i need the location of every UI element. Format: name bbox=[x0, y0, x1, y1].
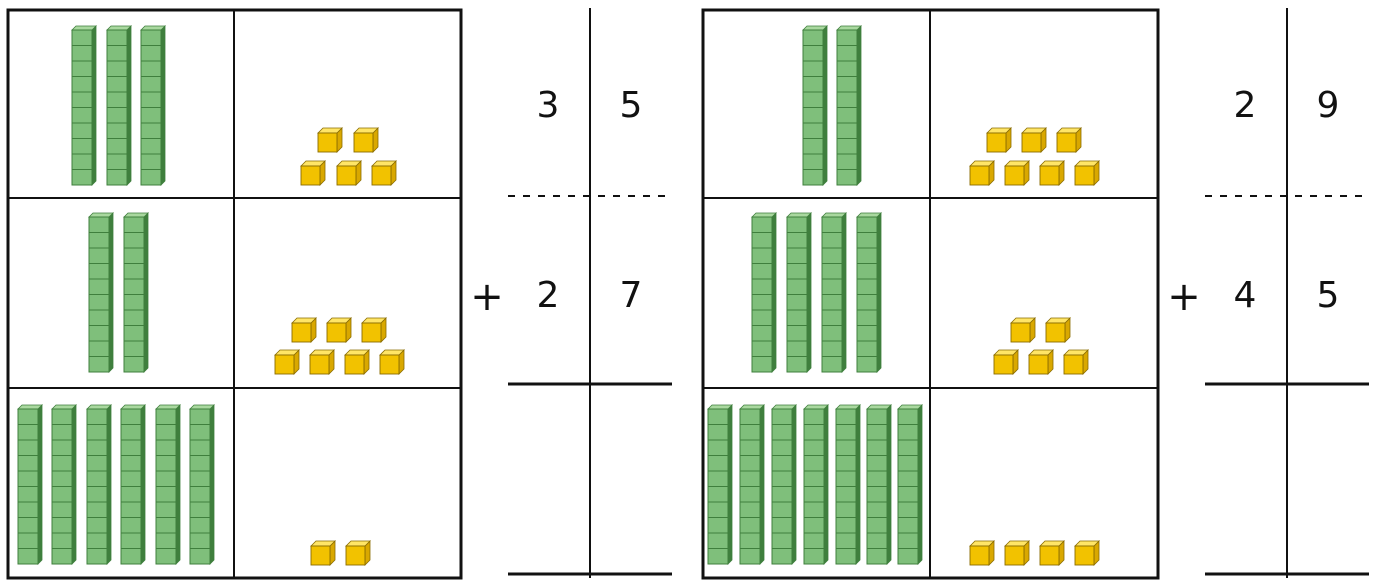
column-addition-2: 2 9 + 4 5 bbox=[1167, 8, 1369, 578]
ten-rod bbox=[708, 405, 732, 564]
addend2-ones-digit: 7 bbox=[620, 275, 643, 316]
unit-cube bbox=[1022, 128, 1046, 152]
ten-rod bbox=[837, 26, 861, 185]
place-value-table-2 bbox=[703, 10, 1158, 578]
unit-cube bbox=[1064, 350, 1088, 374]
unit-cube bbox=[994, 350, 1018, 374]
addend1-tens-digit: 2 bbox=[1234, 85, 1257, 126]
ten-rod bbox=[772, 405, 796, 564]
tens-cell-row-2 bbox=[89, 213, 148, 372]
addend1-ones-digit: 5 bbox=[620, 85, 643, 126]
ten-rod bbox=[107, 26, 131, 185]
ten-rod bbox=[190, 405, 214, 564]
unit-cube bbox=[1040, 161, 1064, 185]
answer-tens-box[interactable] bbox=[1209, 392, 1283, 568]
ten-rod bbox=[898, 405, 922, 564]
ten-rod bbox=[857, 213, 881, 372]
unit-cube bbox=[1057, 128, 1081, 152]
ten-rod bbox=[740, 405, 764, 564]
ten-rod bbox=[836, 405, 860, 564]
addend2-tens-digit: 2 bbox=[537, 275, 560, 316]
ten-rod bbox=[121, 405, 145, 564]
unit-cube bbox=[354, 128, 378, 152]
addend2-ones-digit: 5 bbox=[1317, 275, 1340, 316]
unit-cube bbox=[1075, 541, 1099, 565]
place-value-table-1 bbox=[8, 10, 461, 578]
ten-rod bbox=[804, 405, 828, 564]
addend1-ones-digit: 9 bbox=[1317, 85, 1340, 126]
tens-cell-row-3 bbox=[708, 405, 922, 564]
addend1-tens-digit: 3 bbox=[537, 85, 560, 126]
unit-cube bbox=[372, 161, 396, 185]
unit-cube bbox=[337, 161, 361, 185]
answer-tens-box[interactable] bbox=[512, 392, 586, 568]
ten-rod bbox=[822, 213, 846, 372]
unit-cube bbox=[970, 541, 994, 565]
unit-cube bbox=[310, 350, 334, 374]
unit-cube bbox=[327, 318, 351, 342]
unit-cube bbox=[318, 128, 342, 152]
tens-cell-row-1 bbox=[72, 26, 165, 185]
ten-rod bbox=[752, 213, 776, 372]
unit-cube bbox=[346, 541, 370, 565]
ones-cell-row-3 bbox=[970, 541, 1099, 565]
tens-cell-row-1 bbox=[803, 26, 861, 185]
ten-rod bbox=[52, 405, 76, 564]
ten-rod bbox=[141, 26, 165, 185]
unit-cube bbox=[1046, 318, 1070, 342]
unit-cube bbox=[311, 541, 335, 565]
ones-cell-row-2 bbox=[994, 318, 1088, 374]
unit-cube bbox=[1011, 318, 1035, 342]
unit-cube bbox=[1005, 161, 1029, 185]
unit-cube bbox=[292, 318, 316, 342]
unit-cube bbox=[1075, 161, 1099, 185]
answer-ones-box[interactable] bbox=[596, 392, 668, 568]
tens-cell-row-2 bbox=[752, 213, 881, 372]
ten-rod bbox=[803, 26, 827, 185]
unit-cube bbox=[1029, 350, 1053, 374]
unit-cube bbox=[1005, 541, 1029, 565]
ten-rod bbox=[867, 405, 891, 564]
column-addition-1: 3 5 + 2 7 bbox=[470, 8, 672, 578]
plus-sign: + bbox=[1167, 274, 1201, 320]
ones-cell-row-2 bbox=[275, 318, 404, 374]
unit-cube bbox=[987, 128, 1011, 152]
addend2-tens-digit: 4 bbox=[1234, 275, 1257, 316]
ten-rod bbox=[72, 26, 96, 185]
ten-rod bbox=[18, 405, 42, 564]
ten-rod bbox=[124, 213, 148, 372]
ten-rod bbox=[156, 405, 180, 564]
unit-cube bbox=[345, 350, 369, 374]
ones-cell-row-1 bbox=[970, 128, 1099, 185]
unit-cube bbox=[362, 318, 386, 342]
ten-rod bbox=[787, 213, 811, 372]
unit-cube bbox=[301, 161, 325, 185]
answer-ones-box[interactable] bbox=[1293, 392, 1365, 568]
ones-cell-row-1 bbox=[301, 128, 396, 185]
unit-cube bbox=[970, 161, 994, 185]
ones-cell-row-3 bbox=[311, 541, 370, 565]
unit-cube bbox=[380, 350, 404, 374]
ten-rod bbox=[89, 213, 113, 372]
unit-cube bbox=[1040, 541, 1064, 565]
unit-cube bbox=[275, 350, 299, 374]
tens-cell-row-3 bbox=[18, 405, 214, 564]
ten-rod bbox=[87, 405, 111, 564]
plus-sign: + bbox=[470, 274, 504, 320]
